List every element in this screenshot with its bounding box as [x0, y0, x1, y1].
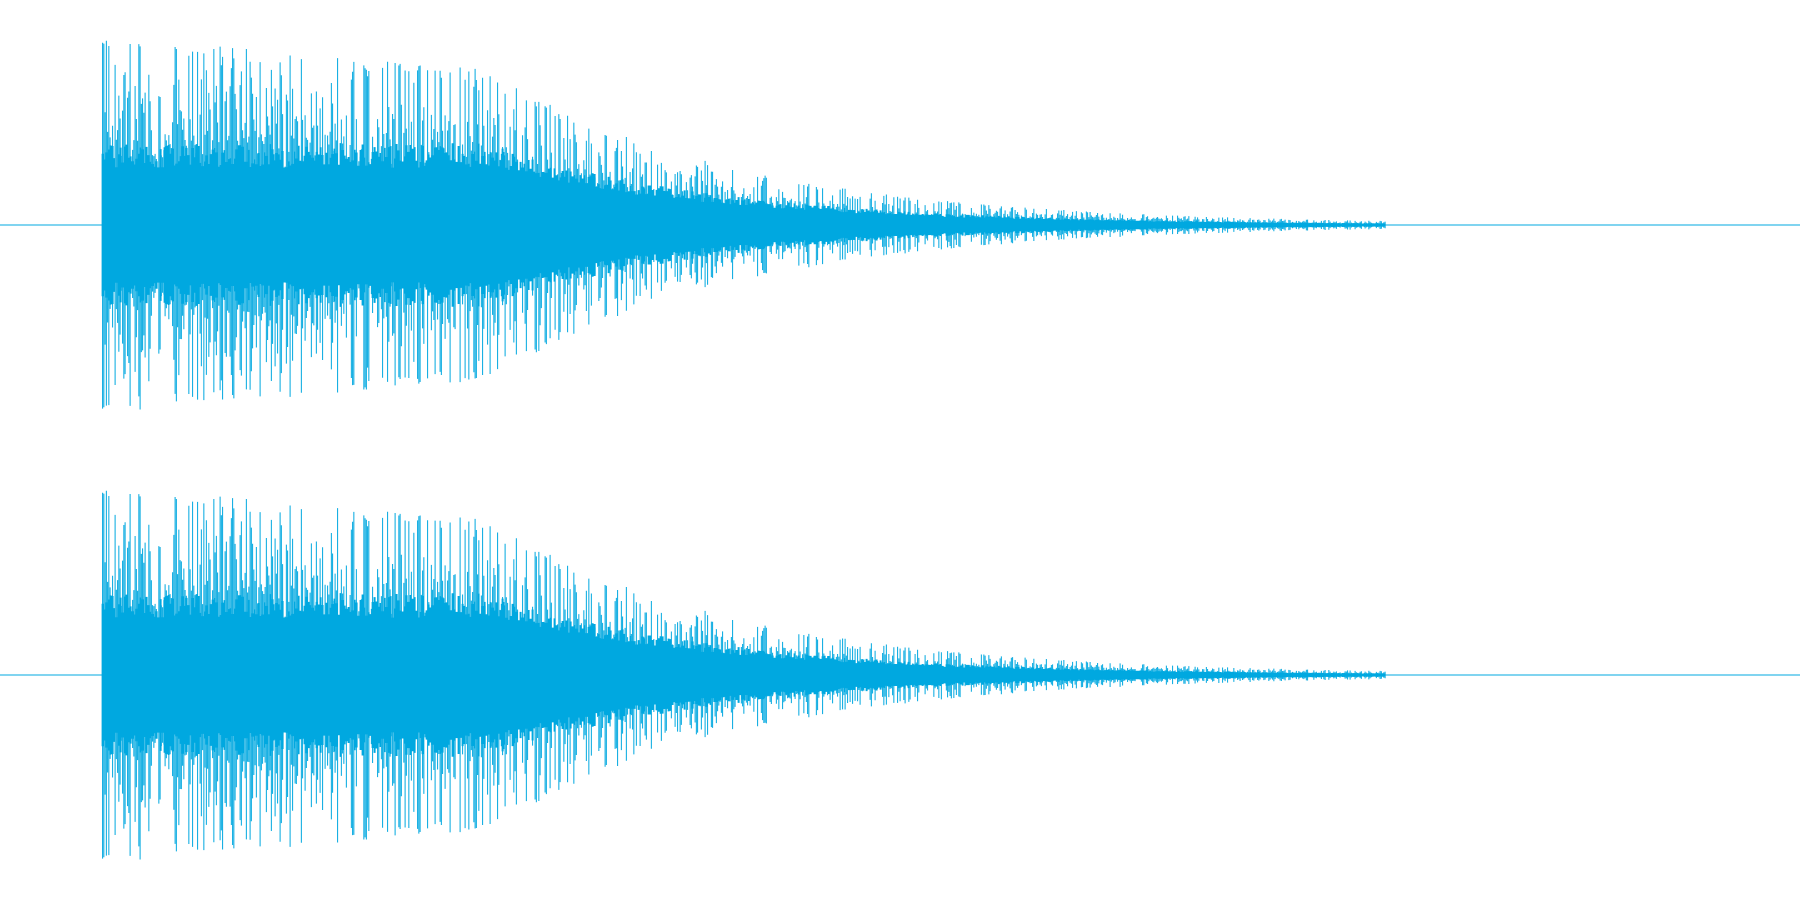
- waveform-core: [101, 593, 1386, 757]
- waveform-core: [101, 143, 1386, 307]
- waveform-channel-2: [0, 490, 1800, 860]
- waveform-channel-1: [0, 40, 1800, 410]
